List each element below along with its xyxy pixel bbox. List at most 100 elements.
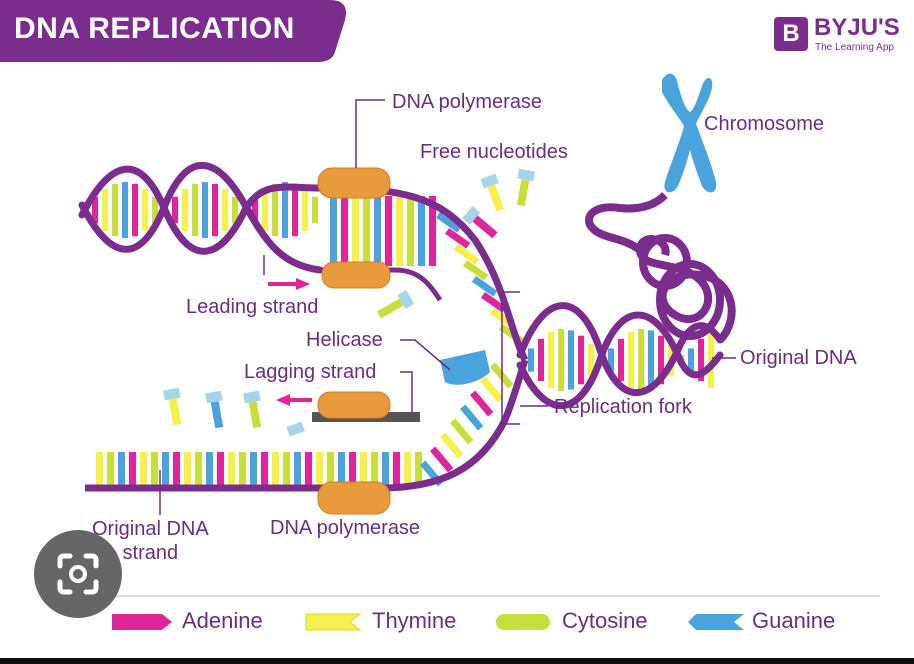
base-pair-rung bbox=[102, 189, 108, 231]
base-pair-rung bbox=[371, 452, 378, 488]
dna-polymerase-top-shape bbox=[317, 167, 391, 289]
base-pair-rung bbox=[129, 452, 136, 488]
base-pair-rung bbox=[192, 183, 198, 237]
base-pair-rung bbox=[480, 376, 504, 403]
label-replication-fork: Replication fork bbox=[554, 396, 692, 418]
base-pair-rung bbox=[374, 196, 381, 266]
legend-swatch-thymine bbox=[305, 613, 362, 631]
base-pair-rung bbox=[628, 332, 634, 388]
base-pair-rung bbox=[658, 335, 664, 385]
base-pair-rung bbox=[618, 338, 624, 382]
base-pair-rung bbox=[349, 452, 356, 488]
base-pair-rung bbox=[418, 196, 425, 266]
base-pair-rung bbox=[140, 452, 147, 488]
base-pair-rung bbox=[548, 332, 554, 388]
base-pair-rung bbox=[404, 452, 411, 488]
helicase-shape bbox=[440, 350, 490, 385]
base-pair-rung bbox=[282, 182, 288, 238]
legend-label-thymine: Thymine bbox=[372, 608, 457, 633]
base-pair-rung bbox=[360, 452, 367, 488]
base-pair-rung bbox=[688, 348, 694, 372]
base-pair-rung bbox=[352, 196, 359, 266]
base-pair-rung bbox=[338, 452, 345, 488]
page-title: DNA REPLICATION bbox=[14, 12, 295, 45]
label-original-dna-strand-line2: strand bbox=[122, 542, 179, 564]
base-pair-rung bbox=[648, 330, 654, 390]
base-pair-rung bbox=[330, 196, 337, 266]
brand-name: BYJU'S bbox=[814, 14, 900, 41]
base-pair-rung bbox=[112, 183, 118, 237]
base-pair-rung bbox=[184, 452, 191, 488]
base-pair-rung bbox=[96, 452, 103, 488]
base-pair-rung bbox=[261, 452, 268, 488]
base-pair-rung bbox=[470, 390, 494, 417]
base-pair-rung bbox=[440, 432, 464, 459]
base-pair-rung bbox=[578, 335, 584, 385]
base-pair-rung bbox=[708, 332, 714, 388]
label-helicase: Helicase bbox=[306, 329, 383, 351]
label-lagging-strand: Lagging strand bbox=[244, 361, 377, 383]
title-banner bbox=[0, 0, 346, 62]
base-pair-rung bbox=[415, 452, 422, 488]
label-dna-polymerase-top: DNA polymerase bbox=[392, 91, 543, 113]
base-pair-rung bbox=[212, 183, 218, 237]
base-pair-rung bbox=[142, 189, 148, 231]
base-pair-rung bbox=[558, 329, 564, 391]
base-pair-rung bbox=[407, 196, 414, 266]
brand-mark: B bbox=[774, 17, 808, 51]
legend-swatch-guanine bbox=[688, 614, 744, 630]
base-pair-rung bbox=[252, 196, 258, 224]
base-pair-rung bbox=[327, 452, 334, 488]
legend-swatches bbox=[112, 613, 744, 631]
base-pair-rung bbox=[195, 452, 202, 488]
base-pair-rung bbox=[449, 418, 474, 445]
brand-tagline: The Learning App bbox=[815, 42, 894, 53]
base-pair-rung bbox=[217, 452, 224, 488]
base-pair-rung bbox=[341, 196, 348, 266]
legend-label-cytosine: Cytosine bbox=[562, 608, 648, 633]
base-pair-rung bbox=[152, 196, 158, 224]
base-pair-rung bbox=[292, 183, 298, 237]
lagging-template-strand bbox=[85, 358, 529, 492]
base-pairs-group bbox=[92, 182, 714, 488]
base-pair-rung bbox=[202, 182, 208, 238]
base-pair-rung bbox=[283, 452, 290, 488]
base-pair-rung bbox=[382, 452, 389, 488]
base-pair-rung bbox=[435, 212, 462, 233]
leading-new-strand bbox=[320, 267, 443, 302]
base-pair-rung bbox=[182, 189, 188, 231]
base-pair-rung bbox=[151, 452, 158, 488]
base-pair-rung bbox=[638, 329, 644, 391]
lens-button[interactable] bbox=[34, 530, 122, 618]
label-original-dna: Original DNA bbox=[740, 347, 857, 369]
base-pair-rung bbox=[294, 452, 301, 488]
right-helix bbox=[516, 302, 724, 410]
base-pair-rung bbox=[222, 189, 228, 231]
brand-logo: B BYJU'S The Learning App bbox=[774, 14, 906, 56]
legend-label-adenine: Adenine bbox=[182, 608, 263, 633]
base-pair-rung bbox=[363, 196, 370, 266]
base-pair-rung bbox=[316, 452, 323, 488]
label-dna-polymerase-bottom: DNA polymerase bbox=[270, 517, 421, 539]
base-pair-rung bbox=[588, 344, 594, 376]
label-leading-strand: Leading strand bbox=[186, 296, 319, 318]
base-pair-rung bbox=[528, 348, 534, 372]
legend-label-guanine: Guanine bbox=[752, 608, 836, 633]
base-pair-rung bbox=[132, 183, 138, 237]
base-pair-rung bbox=[462, 260, 489, 281]
base-pair-rung bbox=[302, 189, 308, 231]
base-pair-rung bbox=[206, 452, 213, 488]
base-pair-rung bbox=[272, 452, 279, 488]
camera-lens-icon bbox=[57, 553, 99, 595]
chromosome-shape bbox=[662, 73, 717, 193]
base-pair-rung bbox=[393, 452, 400, 488]
dna-coil bbox=[585, 192, 736, 343]
base-pair-rung bbox=[471, 276, 498, 297]
base-pair-rung bbox=[239, 452, 246, 488]
legend-swatch-cytosine bbox=[496, 614, 550, 630]
label-chromosome: Chromosome bbox=[704, 113, 825, 135]
leader-lines bbox=[159, 99, 736, 515]
base-pair-rung bbox=[272, 183, 278, 237]
